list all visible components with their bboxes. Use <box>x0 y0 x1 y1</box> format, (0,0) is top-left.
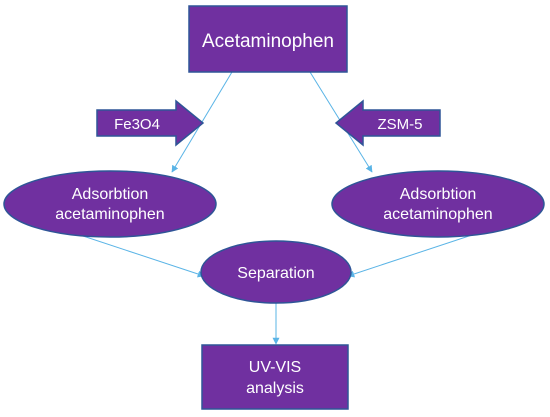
separation-ellipse <box>200 240 352 304</box>
adsorption-right-ellipse <box>331 170 545 238</box>
connector-right-to-separation <box>347 234 473 278</box>
fe3o4-label: Fe3O4 <box>114 116 160 133</box>
adsorption-left-line2: acetaminophen <box>55 206 164 223</box>
zsm5-label: ZSM-5 <box>378 116 423 133</box>
separation-label: Separation <box>237 265 314 282</box>
adsorption-left-line1: Adsorbtion <box>72 186 149 203</box>
uv-vis-label-line1: UV-VIS <box>249 359 301 376</box>
uv-vis-analysis-box <box>201 344 349 410</box>
connector-left-to-separation <box>79 234 205 278</box>
zsm5-arrow <box>334 99 441 147</box>
adsorption-right-line2: acetaminophen <box>383 206 492 223</box>
adsorption-right-line1: Adsorbtion <box>400 186 477 203</box>
uv-vis-label-line2: analysis <box>246 380 304 397</box>
adsorption-left-ellipse <box>3 170 217 238</box>
acetaminophen-label: Acetaminophen <box>202 31 334 52</box>
acetaminophen-box <box>188 5 348 73</box>
fe3o4-arrow <box>96 99 205 147</box>
